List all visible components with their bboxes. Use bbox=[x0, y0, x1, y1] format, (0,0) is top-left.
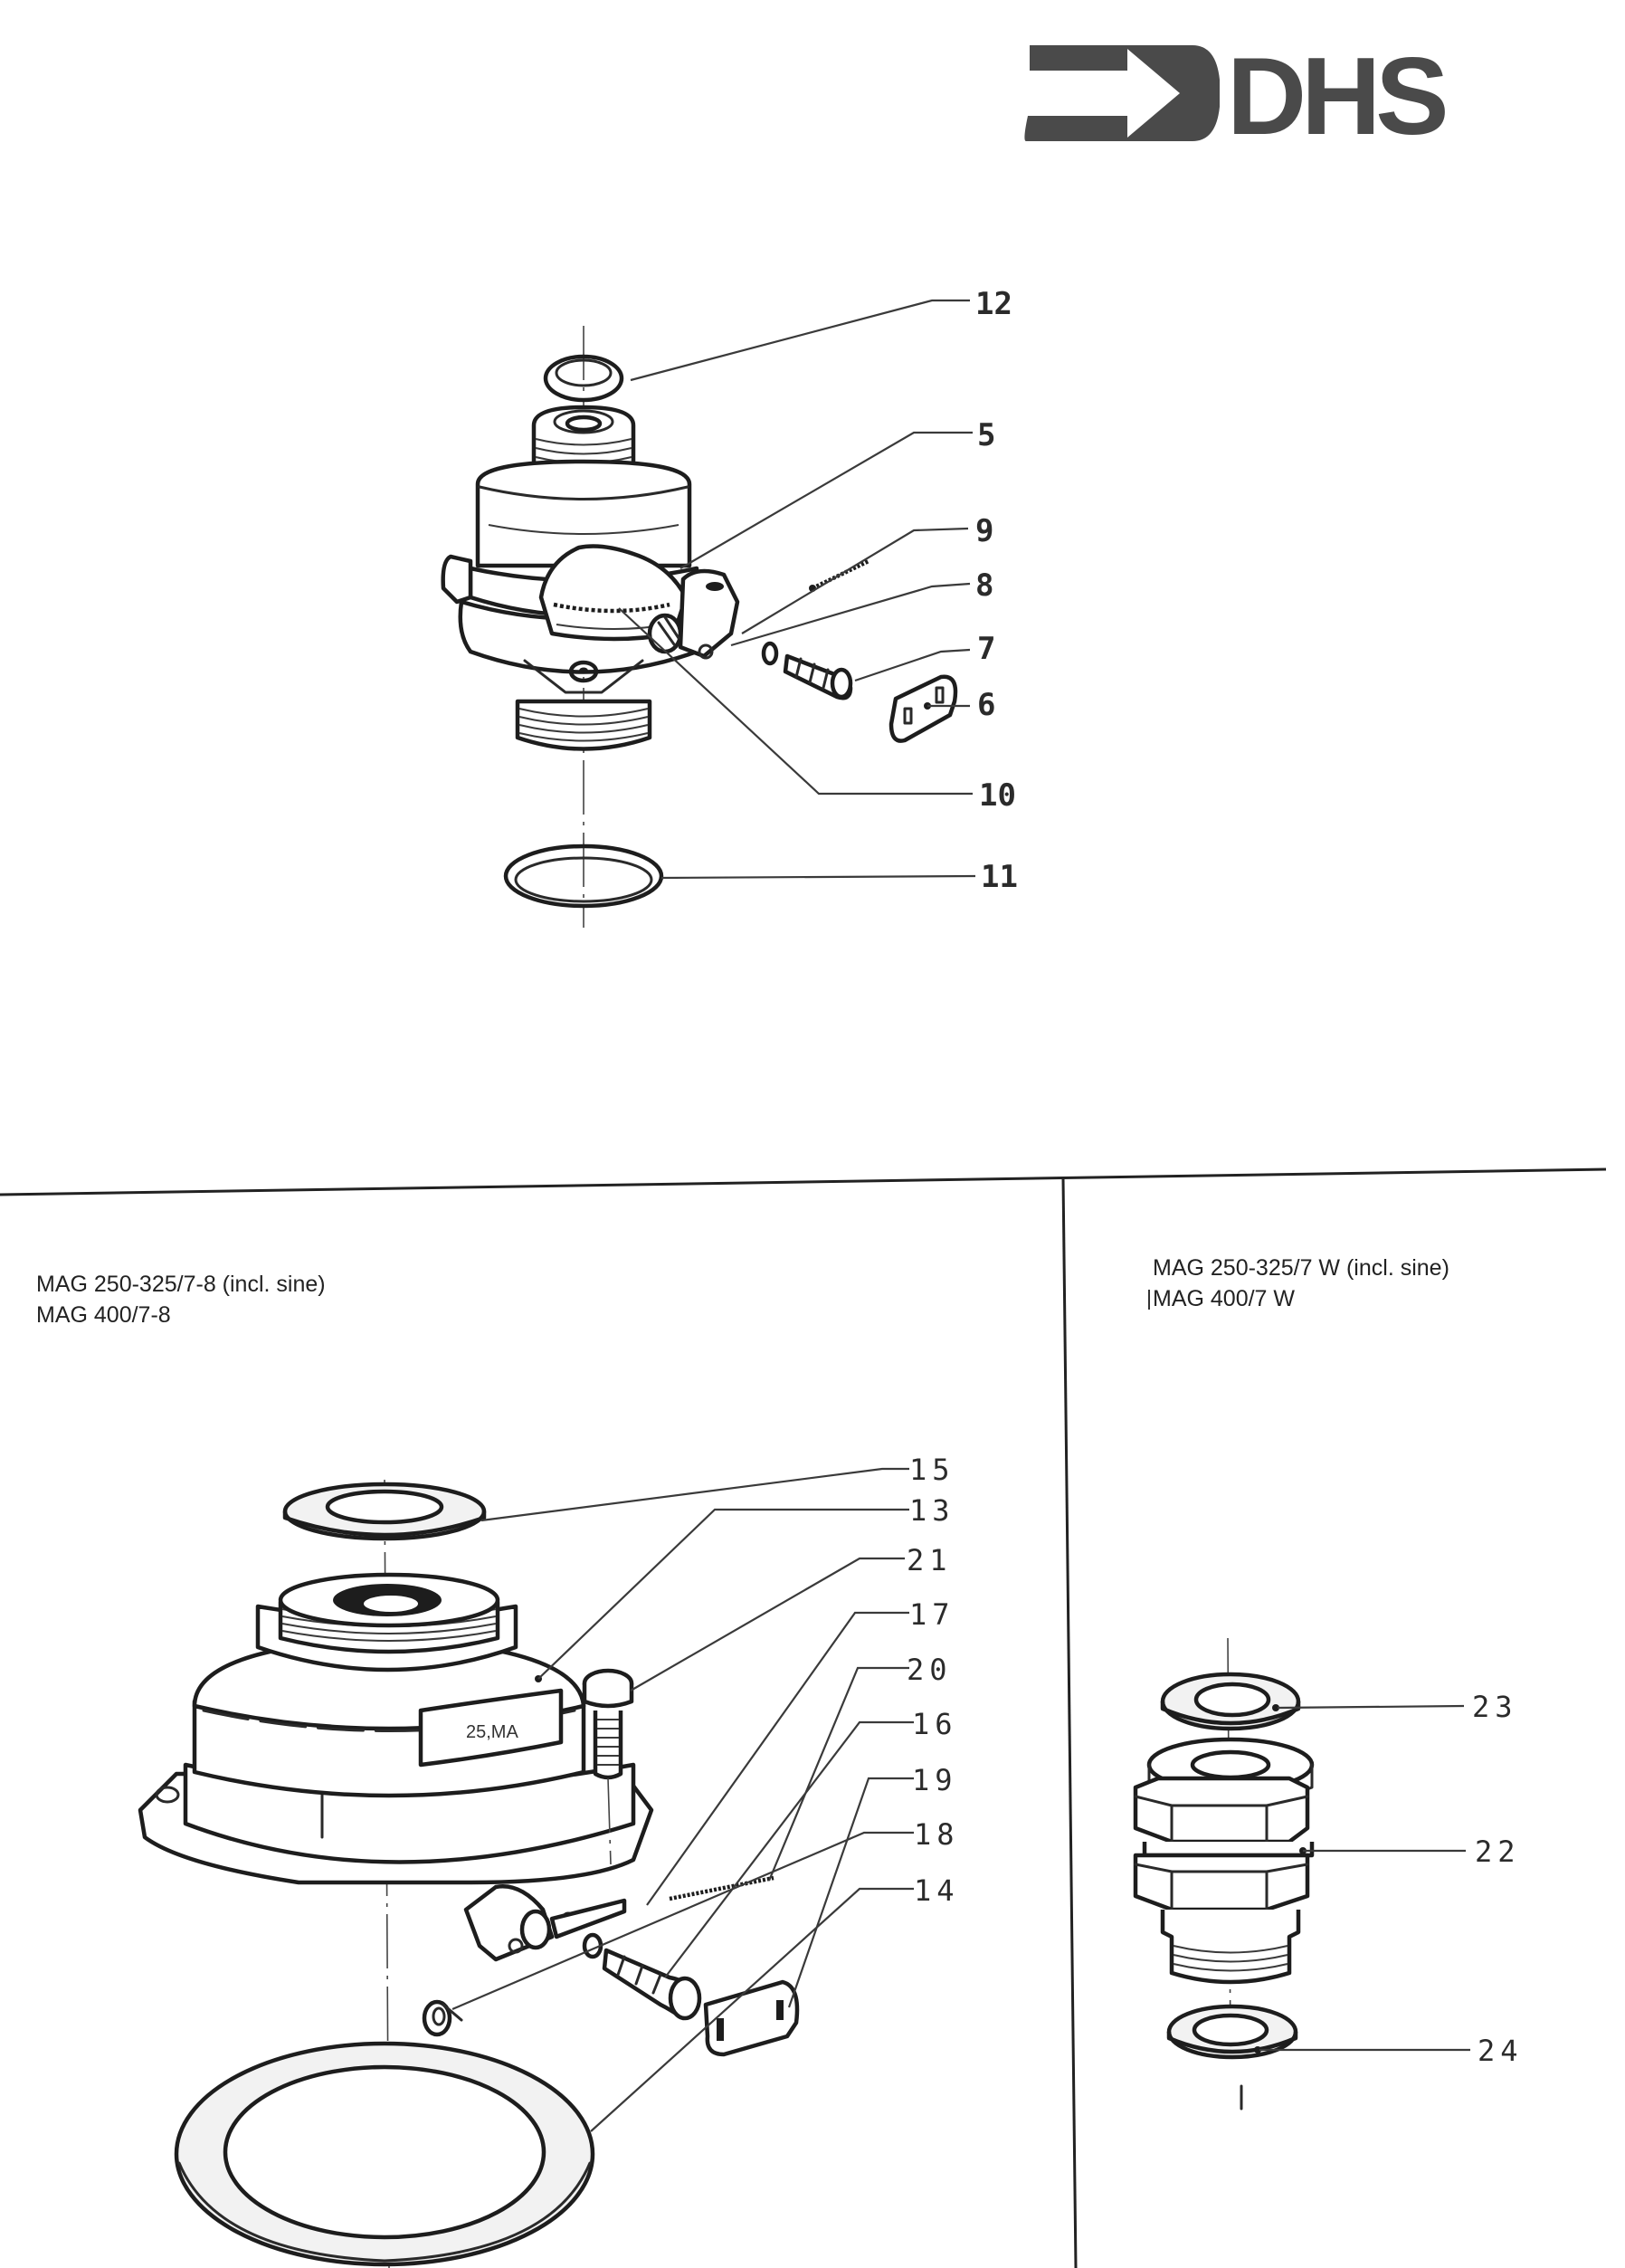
top-assembly: 12 5 9 8 7 6 10 11 bbox=[441, 286, 1018, 928]
part-20-spring bbox=[669, 1875, 774, 1901]
leader-13 bbox=[537, 1508, 909, 1680]
callout-8: 8 bbox=[975, 567, 993, 604]
part-21-screw bbox=[582, 1668, 634, 1865]
part-17-lever-bracket bbox=[463, 1884, 627, 1962]
vertical-divider bbox=[1061, 1177, 1078, 2268]
part-23-top-washer bbox=[1160, 1672, 1301, 1731]
leader-14 bbox=[590, 1887, 914, 2132]
part-12-sealing-ring bbox=[543, 354, 624, 403]
horizontal-divider bbox=[0, 1167, 1607, 1196]
arrow-bracket-icon bbox=[1024, 45, 1220, 141]
bottom-left-assembly: 25,MA bbox=[138, 1453, 960, 2268]
callout-12: 12 bbox=[975, 286, 1012, 322]
callout-5: 5 bbox=[977, 417, 995, 453]
callout-17: 17 bbox=[909, 1597, 955, 1632]
leader-11 bbox=[660, 874, 976, 880]
leader-18 bbox=[451, 1831, 914, 2011]
part-14-bottom-gasket bbox=[174, 2041, 595, 2267]
callout-15: 15 bbox=[909, 1453, 955, 1487]
leader-5 bbox=[679, 431, 973, 569]
leader-20 bbox=[767, 1666, 909, 1882]
logo-text: DHS bbox=[1227, 43, 1445, 143]
callout-6: 6 bbox=[977, 687, 995, 723]
part-18-nut bbox=[422, 1999, 463, 2037]
callout-13: 13 bbox=[909, 1493, 955, 1528]
leader-21 bbox=[630, 1557, 905, 1691]
callout-19: 19 bbox=[912, 1763, 958, 1797]
part-11-sealing-ring bbox=[503, 843, 664, 909]
right-model-2: MAG 400/7 W bbox=[1153, 1286, 1295, 1311]
part-24-bottom-washer bbox=[1166, 2004, 1298, 2111]
part-7-pin bbox=[783, 653, 853, 700]
part-22-hex-fitting bbox=[1133, 1737, 1315, 1985]
part-15-top-gasket bbox=[282, 1482, 487, 1541]
leader-19 bbox=[787, 1777, 914, 2008]
callout-7: 7 bbox=[977, 631, 995, 667]
callout-23: 23 bbox=[1472, 1690, 1518, 1724]
part-6-cover-plate bbox=[889, 674, 958, 743]
leader-23 bbox=[1277, 1704, 1465, 1710]
part-8-washer bbox=[761, 641, 779, 666]
callout-20: 20 bbox=[907, 1653, 953, 1687]
part-5-valve-body bbox=[441, 405, 740, 751]
leader-15 bbox=[480, 1467, 909, 1522]
part-19-cover-plate bbox=[703, 1979, 800, 2057]
callout-21: 21 bbox=[907, 1543, 953, 1577]
rating-plate-text: 25,MA bbox=[466, 1722, 518, 1742]
leader-12 bbox=[630, 299, 970, 382]
part-13-valve-housing: 25,MA bbox=[138, 1572, 654, 1885]
leader-8 bbox=[730, 582, 971, 647]
left-model-list: MAG 250-325/7-8 (incl. sine) MAG 400/7-8 bbox=[36, 1269, 326, 1330]
leader-17 bbox=[646, 1611, 909, 1906]
callout-14: 14 bbox=[914, 1873, 960, 1908]
right-model-1: MAG 250-325/7 W (incl. sine) bbox=[1153, 1255, 1449, 1281]
callout-24: 24 bbox=[1478, 2034, 1524, 2068]
callout-11: 11 bbox=[981, 859, 1018, 895]
leader-10 bbox=[618, 607, 973, 796]
callout-22: 22 bbox=[1475, 1834, 1521, 1869]
left-model-2: MAG 400/7-8 bbox=[36, 1302, 171, 1328]
left-model-1: MAG 250-325/7-8 (incl. sine) bbox=[36, 1272, 326, 1297]
leader-7 bbox=[854, 648, 971, 682]
callout-10: 10 bbox=[979, 777, 1016, 814]
part-16-pin bbox=[582, 1932, 702, 2021]
bottom-right-assembly: 23 22 24 bbox=[1133, 1637, 1524, 2111]
callout-18: 18 bbox=[914, 1817, 960, 1852]
dhs-logo: DHS bbox=[1024, 43, 1446, 143]
leader-9 bbox=[741, 527, 969, 634]
right-model-list: MAG 250-325/7 W (incl. sine) MAG 400/7 W bbox=[1153, 1253, 1449, 1314]
callout-16: 16 bbox=[912, 1707, 958, 1741]
leader-16 bbox=[664, 1720, 914, 1978]
callout-9: 9 bbox=[975, 513, 993, 549]
text-cursor-mark bbox=[1148, 1290, 1150, 1310]
